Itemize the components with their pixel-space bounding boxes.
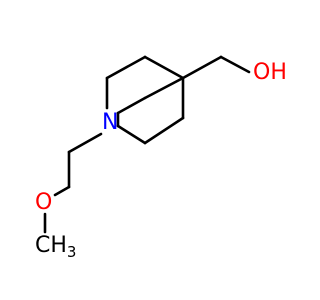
bond-n-c2 bbox=[116, 96, 147, 115]
ether-oxygen-label: O bbox=[35, 190, 52, 215]
bond-ch2-oh bbox=[219, 55, 251, 74]
bond-ch2-o bbox=[53, 185, 71, 197]
nitrogen-label: N bbox=[102, 110, 118, 135]
bond-c4-ch2 bbox=[181, 55, 223, 80]
methyl-ch-label: CH bbox=[35, 233, 67, 258]
structure-diagram: OH N O CH3 bbox=[35, 55, 287, 261]
bond-ring-top-right bbox=[143, 55, 185, 80]
bond-ring-left-top bbox=[105, 55, 147, 80]
atom-layer: OH N O CH3 bbox=[35, 60, 287, 261]
bond-layer bbox=[43, 55, 251, 234]
methyl-label: CH3 bbox=[35, 233, 76, 261]
bond-c4-c5 bbox=[143, 116, 185, 145]
bond-c2-c3 bbox=[143, 76, 185, 100]
hydroxyl-label: OH bbox=[253, 60, 287, 85]
methyl-subscript: 3 bbox=[67, 243, 77, 261]
bond-c5-c6 bbox=[116, 124, 147, 145]
bond-n-ch2 bbox=[67, 132, 103, 154]
